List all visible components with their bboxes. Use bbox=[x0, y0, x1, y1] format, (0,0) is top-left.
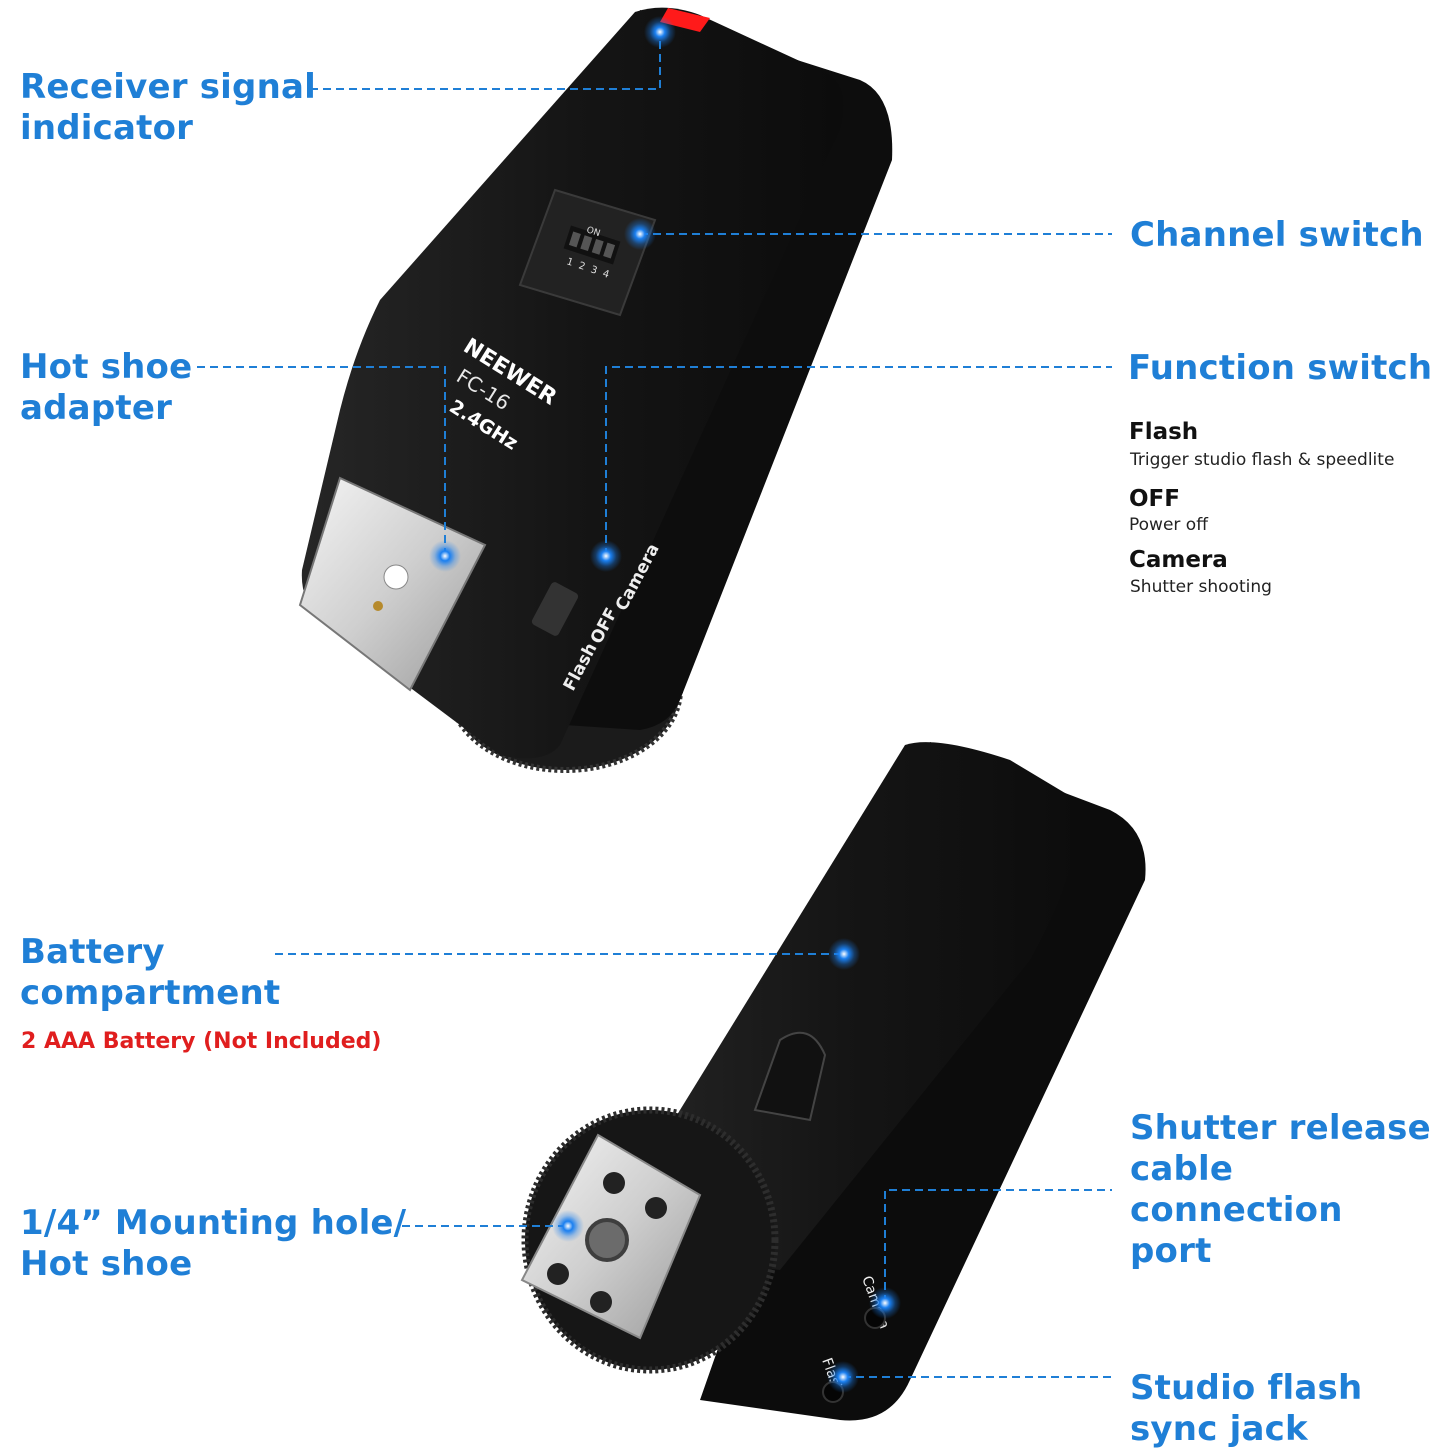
screw-3 bbox=[547, 1263, 569, 1285]
function-switch-label: Function switch bbox=[1128, 348, 1433, 388]
callout-dots bbox=[429, 16, 901, 1393]
dot-shutter-port bbox=[869, 1287, 901, 1319]
leader-shutter-port bbox=[884, 1189, 1112, 1303]
hot-shoe-contact bbox=[373, 601, 383, 611]
dip-switch-bank bbox=[563, 225, 621, 265]
mounting-line1: 1/4” Mounting hole/ bbox=[20, 1203, 407, 1243]
hot-shoe-label: Hot shoe adapter bbox=[20, 347, 192, 429]
dot-function-switch bbox=[590, 540, 622, 572]
hot-shoe-line2: adapter bbox=[20, 388, 173, 428]
screw-1 bbox=[603, 1172, 625, 1194]
leader-lines bbox=[197, 32, 1112, 1378]
screw-4 bbox=[590, 1291, 612, 1313]
mode-off-desc: Power off bbox=[1129, 515, 1208, 535]
battery-line2: compartment bbox=[20, 973, 281, 1013]
mode-camera-desc: Shutter shooting bbox=[1130, 577, 1272, 597]
mode-flash-name: Flash bbox=[1129, 419, 1199, 445]
mode-off-name: OFF bbox=[1129, 486, 1180, 512]
dip-number-labels: 1 2 3 4 bbox=[565, 256, 610, 280]
svg-text:1: 1 bbox=[565, 256, 574, 268]
mounting-line2: Hot shoe bbox=[20, 1244, 193, 1284]
shutter-line1: Shutter release bbox=[1130, 1108, 1431, 1148]
studio-line2: sync jack bbox=[1130, 1409, 1308, 1449]
dot-studio-jack bbox=[827, 1361, 859, 1393]
shutter-port-label: Shutter release cable connection port bbox=[1130, 1108, 1452, 1272]
battery-label: Battery compartment bbox=[20, 932, 280, 1014]
battery-line1: Battery bbox=[20, 932, 165, 972]
hot-shoe-line1: Hot shoe bbox=[20, 347, 193, 387]
battery-latch bbox=[753, 1031, 827, 1122]
mounting-hole-label: 1/4” Mounting hole/ Hot shoe bbox=[20, 1203, 406, 1285]
receiver-signal-line2: indicator bbox=[20, 108, 194, 148]
svg-text:2: 2 bbox=[577, 260, 586, 272]
receiver-led bbox=[660, 8, 710, 32]
shutter-line3: port bbox=[1130, 1231, 1212, 1271]
dot-mounting bbox=[552, 1210, 584, 1242]
function-slider bbox=[531, 582, 579, 636]
leader-hot-shoe bbox=[197, 366, 446, 556]
mounting-hole bbox=[585, 1218, 629, 1262]
receiver-signal-line1: Receiver signal bbox=[20, 67, 316, 107]
receiver-signal-label: Receiver signal indicator bbox=[20, 67, 316, 149]
shutter-line2: cable connection bbox=[1130, 1149, 1343, 1230]
dot-receiver-signal bbox=[644, 16, 676, 48]
mode-camera-name: Camera bbox=[1129, 547, 1228, 573]
screw-2 bbox=[645, 1197, 667, 1219]
dot-battery bbox=[828, 938, 860, 970]
leader-function-switch bbox=[605, 366, 1112, 556]
svg-text:3: 3 bbox=[589, 264, 598, 276]
mode-flash-desc: Trigger studio flash & speedlite bbox=[1130, 450, 1395, 470]
hot-shoe-pin bbox=[383, 564, 409, 590]
receiver-bottom-device: Camera Flash bbox=[520, 742, 1146, 1421]
channel-switch-label: Channel switch bbox=[1130, 215, 1424, 255]
studio-line1: Studio flash bbox=[1130, 1368, 1363, 1408]
receiver-top-device: ON 1 2 3 4 NEEWER FC-16 2.4GHz Flash OFF… bbox=[298, 7, 893, 773]
dip-on-label: ON bbox=[585, 225, 601, 239]
dot-channel-switch bbox=[624, 218, 656, 250]
dot-hot-shoe bbox=[429, 540, 461, 572]
studio-jack-label: Studio flash sync jack bbox=[1130, 1368, 1362, 1450]
battery-note: 2 AAA Battery (Not Included) bbox=[21, 1029, 382, 1054]
svg-text:4: 4 bbox=[601, 268, 610, 280]
